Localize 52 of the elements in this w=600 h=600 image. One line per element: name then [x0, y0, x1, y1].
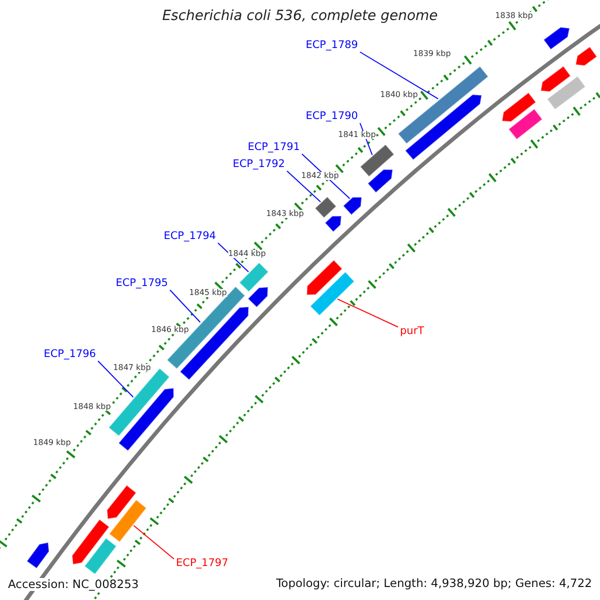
scale-label: 1846 kbp: [151, 326, 189, 334]
gene-block: [575, 46, 598, 66]
leader-line: [98, 360, 134, 398]
gene-bar: [310, 271, 355, 316]
gene-block: [247, 286, 268, 308]
gene-label: ECP_1797: [176, 558, 228, 568]
scale-label: 1847 kbp: [113, 364, 151, 372]
scale-label: 1849 kbp: [33, 439, 71, 447]
gene-label: ECP_1789: [306, 40, 358, 50]
gene-bar: [546, 76, 586, 110]
map-title: Escherichia coli 536, complete genome: [162, 9, 438, 23]
scale-label: 1839 kbp: [413, 50, 451, 58]
gene-block: [540, 66, 572, 92]
gene-label: ECP_1791: [248, 142, 300, 152]
gene-label: ECP_1794: [164, 230, 216, 241]
gene-block: [118, 388, 174, 452]
gene-block: [342, 196, 362, 216]
leader-line: [170, 290, 201, 323]
leader-line: [286, 170, 322, 202]
gene-label: ECP_1790: [306, 110, 358, 121]
gene-block: [502, 92, 536, 122]
gene-block: [324, 216, 342, 232]
accession-text: Accession: NC_008253: [6, 578, 141, 591]
gene-block: [26, 542, 50, 569]
gene-label: ECP_1796: [44, 348, 96, 359]
gene-block: [72, 518, 110, 565]
scale-label: 1843 kbp: [266, 210, 304, 218]
gene-block: [367, 169, 394, 194]
gene-bar: [108, 499, 147, 543]
scale-label: 1840 kbp: [380, 91, 418, 99]
leader-line: [360, 52, 439, 100]
gene-block: [306, 259, 343, 296]
gene-bar: [238, 262, 269, 292]
leader-line: [336, 298, 398, 328]
genome-info-text: Topology: circular; Length: 4,938,920 bp; Genes: 4,722: [276, 578, 592, 589]
gene-block: [106, 484, 137, 520]
gene-label: ECP_1792: [232, 158, 285, 169]
scale-label: 1845 kbp: [189, 289, 227, 297]
gene-block: [543, 26, 570, 50]
gene-bar: [508, 108, 543, 140]
leader-line: [133, 525, 174, 560]
scale-label: 1841 kbp: [338, 131, 376, 139]
gene-label: purT: [400, 326, 424, 336]
gene-bar: [360, 144, 395, 178]
scale-label: 1844 kbp: [228, 250, 266, 258]
scale-label: 1848 kbp: [73, 403, 111, 411]
gene-label: ECP_1795: [116, 278, 168, 288]
leader-line: [218, 242, 249, 272]
gene-bar: [84, 538, 117, 575]
scale-label: 1838 kbp: [495, 12, 533, 20]
scale-label: 1842 kbp: [301, 172, 339, 180]
gene-bar: [314, 196, 337, 218]
